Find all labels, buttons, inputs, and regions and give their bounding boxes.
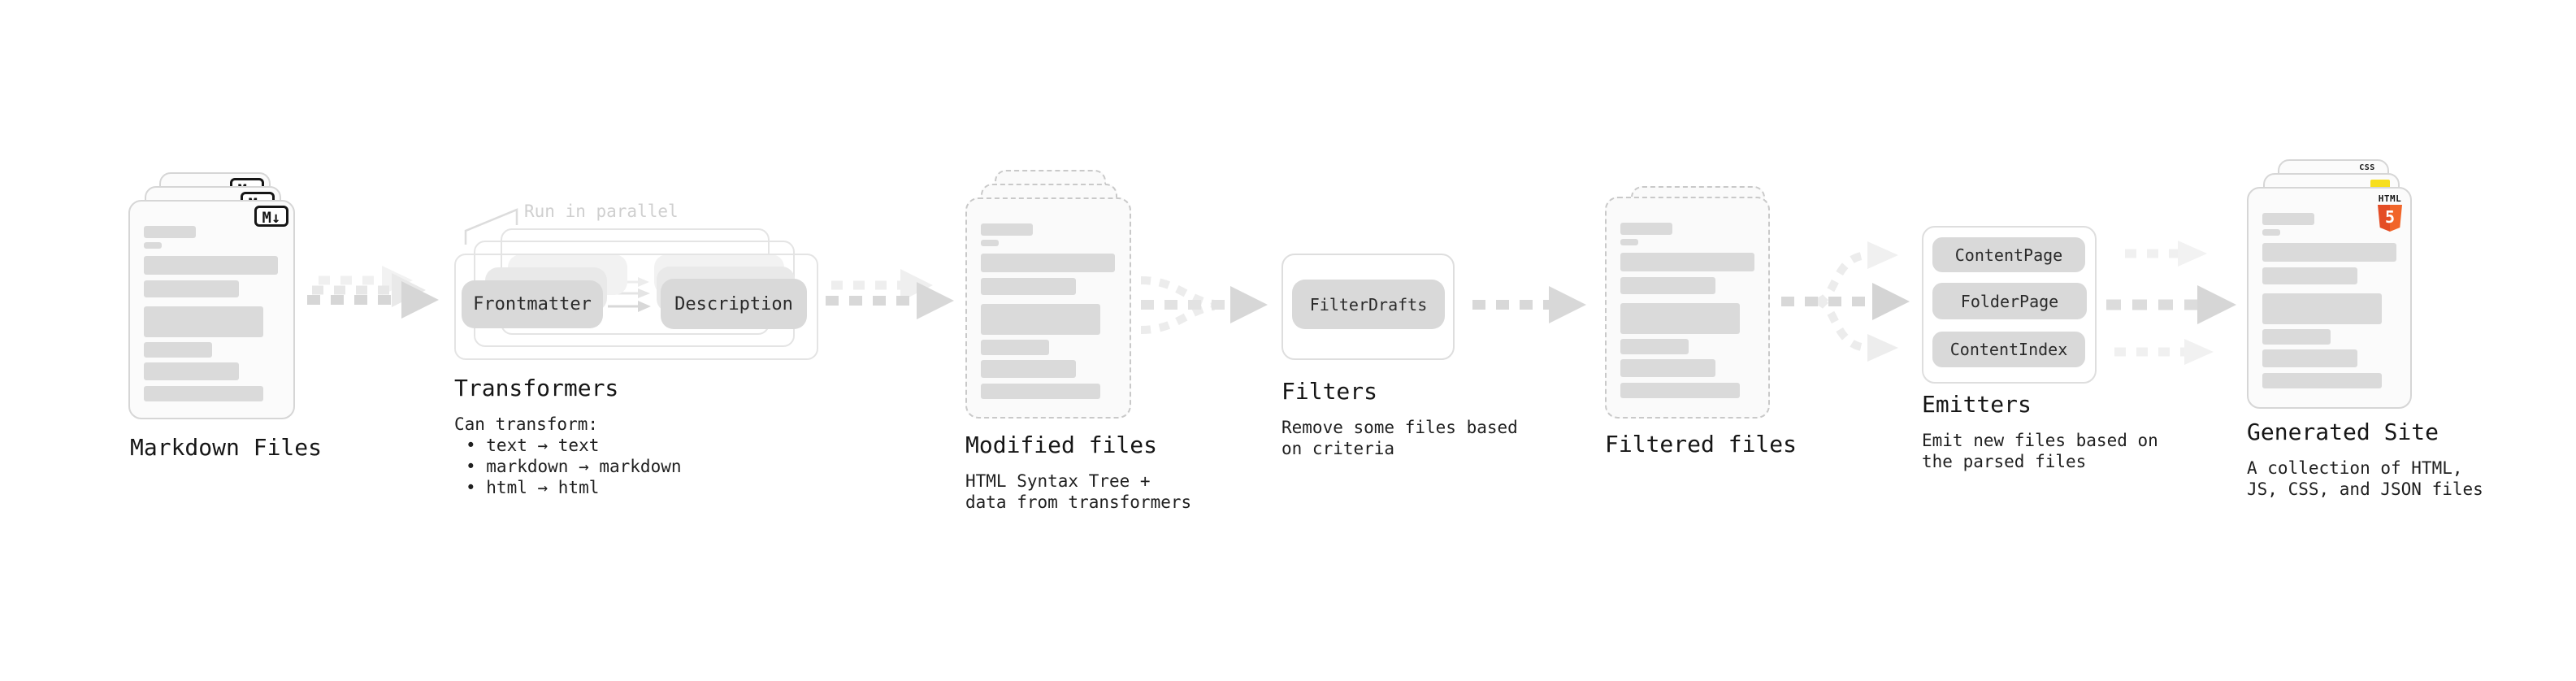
doc-text-bar bbox=[1620, 383, 1740, 398]
doc-text-bar bbox=[144, 362, 239, 380]
arrow-modified-to-filters bbox=[1140, 276, 1268, 334]
doc-text-bar bbox=[144, 242, 162, 249]
doc-text-bar bbox=[1620, 277, 1715, 294]
doc-text-bar bbox=[981, 360, 1076, 378]
stage-label: Filters bbox=[1281, 378, 1378, 405]
arrow-emitters-to-generated bbox=[2106, 241, 2236, 365]
doc-text-bar bbox=[2262, 229, 2280, 236]
html5-icon-text: HTML bbox=[2378, 193, 2402, 204]
arrow-filtered-to-emitters bbox=[1781, 241, 1910, 362]
generated-site-desc: A collection of HTML, bbox=[2247, 458, 2463, 478]
doc-text-bar bbox=[144, 226, 196, 238]
doc-text-bar bbox=[2262, 373, 2382, 388]
doc-text-bar bbox=[2262, 267, 2357, 284]
generated-site-desc: JS, CSS, and JSON files bbox=[2247, 479, 2483, 499]
doc-text-bar bbox=[981, 340, 1049, 355]
stage-markdown-files: M↓ M↓ M↓ bbox=[128, 172, 332, 424]
stage-filtered-files bbox=[1605, 186, 1808, 422]
markdown-icon: M↓ bbox=[254, 206, 288, 227]
doc-text-bar bbox=[1620, 253, 1754, 271]
transformer-card-front bbox=[454, 254, 818, 360]
filters-desc: on criteria bbox=[1281, 439, 1395, 458]
doc-text-bar bbox=[1620, 359, 1715, 377]
arrow-transformers-to-modified bbox=[826, 269, 954, 319]
frontmatter-node: Frontmatter bbox=[462, 280, 603, 328]
stage-label: Modified files bbox=[965, 432, 1158, 458]
file-card-front: HTML 5 bbox=[2247, 187, 2412, 409]
transformers-label-block: Transformers Can transform: • text → tex… bbox=[454, 375, 682, 498]
doc-text-bar bbox=[144, 256, 278, 275]
doc-text-bar bbox=[981, 254, 1115, 272]
markdown-files-label-block: Markdown Files bbox=[130, 434, 322, 462]
doc-text-bar bbox=[1620, 303, 1740, 334]
doc-text-bar bbox=[2262, 349, 2357, 367]
transformers-bullet: • text → text bbox=[466, 436, 600, 455]
emitters-desc: Emit new files based on bbox=[1922, 431, 2158, 450]
file-card-front bbox=[965, 197, 1131, 419]
html5-icon: HTML 5 bbox=[2378, 194, 2402, 232]
transformers-desc-title: Can transform: bbox=[454, 414, 599, 434]
stage-label: Markdown Files bbox=[130, 434, 323, 461]
doc-text-bar bbox=[144, 280, 239, 297]
emitters-label-block: Emitters Emit new files based on the par… bbox=[1922, 391, 2158, 472]
contentpage-node: ContentPage bbox=[1932, 237, 2085, 272]
css-icon-text: CSS bbox=[2359, 163, 2375, 172]
html5-icon-shield: 5 bbox=[2378, 205, 2402, 232]
stage-modified-files bbox=[965, 170, 1169, 422]
run-in-parallel-callout: Run in parallel bbox=[524, 202, 679, 221]
file-card-front: M↓ bbox=[128, 200, 295, 419]
doc-text-bar bbox=[981, 278, 1076, 295]
doc-text-bar bbox=[981, 304, 1100, 335]
doc-text-bar bbox=[981, 223, 1033, 236]
transformers-bullet: • html → html bbox=[466, 478, 600, 497]
doc-text-bar bbox=[1620, 223, 1672, 235]
doc-text-bar bbox=[1620, 239, 1638, 245]
filterdrafts-node: FilterDrafts bbox=[1292, 280, 1445, 329]
doc-text-bar bbox=[144, 386, 263, 401]
doc-text-bar bbox=[981, 240, 999, 246]
filters-label-block: Filters Remove some files based on crite… bbox=[1281, 378, 1518, 459]
doc-text-bar bbox=[144, 342, 212, 358]
doc-text-bar bbox=[144, 306, 263, 337]
folderpage-node: FolderPage bbox=[1932, 283, 2087, 319]
stage-label: Filtered files bbox=[1605, 431, 1798, 458]
file-card-front bbox=[1605, 197, 1770, 419]
arrow-filters-to-filtered bbox=[1472, 286, 1586, 323]
transformers-bullet: • markdown → markdown bbox=[466, 457, 682, 476]
generated-site-label-block: Generated Site A collection of HTML, JS,… bbox=[2247, 419, 2483, 500]
doc-text-bar bbox=[981, 384, 1100, 399]
modified-files-desc: data from transformers bbox=[965, 492, 1192, 512]
modified-files-desc: HTML Syntax Tree + bbox=[965, 471, 1151, 491]
doc-text-bar bbox=[2262, 213, 2314, 225]
run-in-parallel-leader-line bbox=[464, 208, 518, 245]
stage-label: Emitters bbox=[1922, 391, 2032, 418]
stage-label: Generated Site bbox=[2247, 419, 2439, 445]
arrow-markdown-to-transformers bbox=[307, 266, 439, 319]
emitters-desc: the parsed files bbox=[1922, 452, 2087, 471]
stage-label: Transformers bbox=[454, 375, 619, 401]
filters-desc: Remove some files based bbox=[1281, 418, 1518, 437]
doc-text-bar bbox=[2262, 293, 2382, 324]
description-node: Description bbox=[661, 279, 807, 329]
modified-files-label-block: Modified files HTML Syntax Tree + data f… bbox=[965, 432, 1191, 513]
doc-text-bar bbox=[1620, 339, 1689, 354]
doc-text-bar bbox=[2262, 243, 2396, 262]
contentindex-node: ContentIndex bbox=[1932, 332, 2085, 367]
stage-generated-site: CSS HTML 5 bbox=[2247, 159, 2450, 411]
filtered-files-label-block: Filtered files bbox=[1605, 431, 1797, 458]
doc-text-bar bbox=[2262, 329, 2331, 345]
